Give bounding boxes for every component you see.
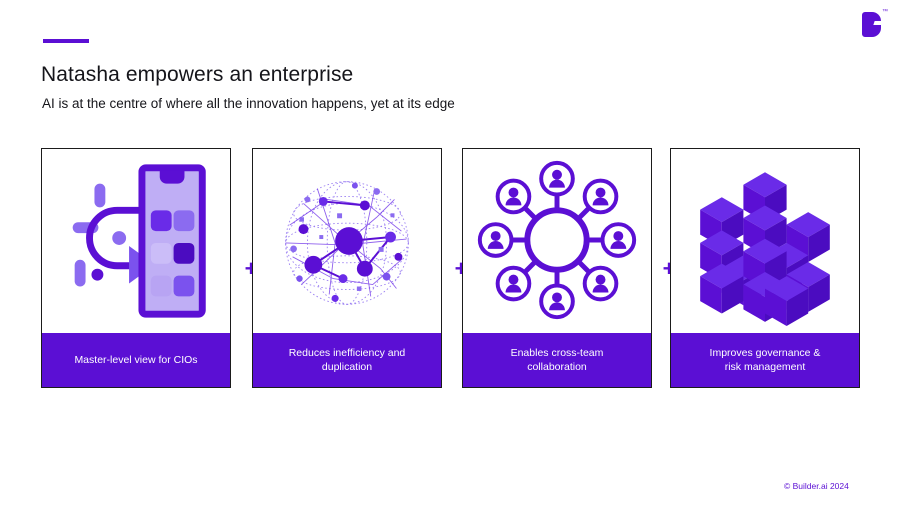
page-title: Natasha empowers an enterprise: [41, 63, 354, 86]
network-globe-icon: [253, 149, 441, 333]
page-subtitle: AI is at the centre of where all the inn…: [42, 96, 455, 111]
team-collaboration-hub-icon: [463, 149, 651, 333]
accent-rule: [43, 39, 89, 43]
logo-notch: [873, 21, 883, 25]
benefit-card-cross-team[interactable]: Enables cross-team collaboration: [462, 148, 652, 388]
benefit-card-label: Reduces inefficiency and duplication: [253, 333, 441, 387]
benefit-card-governance[interactable]: Improves governance & risk management: [670, 148, 860, 388]
benefit-card-label: Master-level view for CIOs: [42, 333, 230, 387]
benefit-card-master-view[interactable]: Master-level view for CIOs: [41, 148, 231, 388]
benefit-card-label: Enables cross-team collaboration: [463, 333, 651, 387]
mobile-dashboard-icon: [42, 149, 230, 333]
builder-ai-logo: ™: [862, 8, 892, 38]
logo-b-mark: [862, 12, 881, 37]
benefit-cards-row: Master-level view for CIOs +: [41, 148, 861, 390]
benefit-card-reduces-inefficiency[interactable]: Reduces inefficiency and duplication: [252, 148, 442, 388]
benefit-card-label: Improves governance & risk management: [671, 333, 859, 387]
isometric-cubes-icon: [671, 149, 859, 333]
footer-copyright: © Builder.ai 2024: [784, 481, 849, 491]
trademark-symbol: ™: [882, 9, 888, 15]
